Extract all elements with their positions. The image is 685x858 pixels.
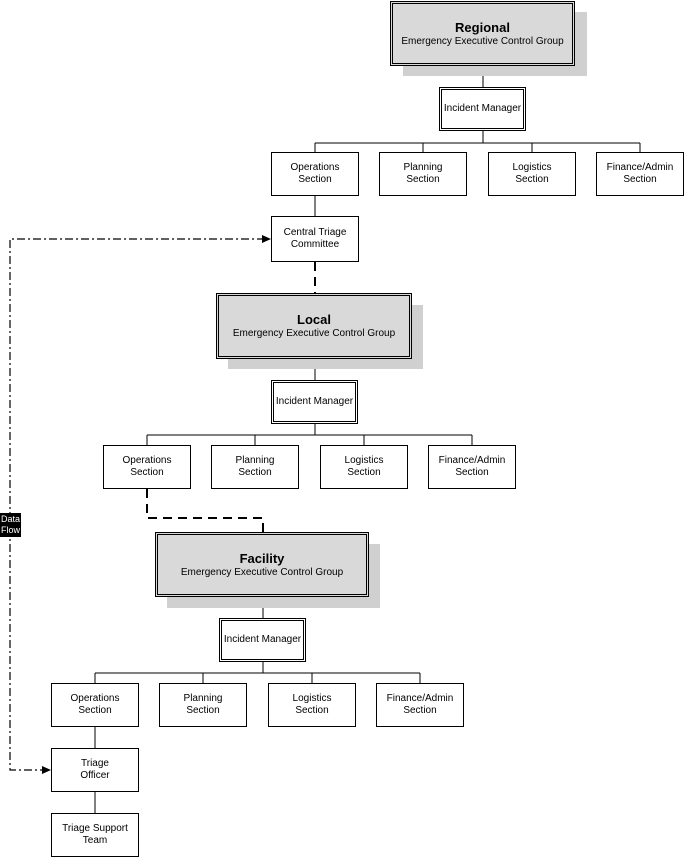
facility-subtitle: Emergency Executive Control Group <box>180 566 344 578</box>
facility-incident-manager: Incident Manager <box>219 618 306 662</box>
facility-control-group: Facility Emergency Executive Control Gro… <box>155 532 369 597</box>
regional-title: Regional <box>455 19 510 35</box>
regional-subtitle: Emergency Executive Control Group <box>401 35 564 47</box>
regional-incident-manager-label: Incident Manager <box>443 103 522 114</box>
local-incident-manager-label: Incident Manager <box>275 396 354 407</box>
local-finance-admin-section: Finance/Admin Section <box>428 445 516 489</box>
local-planning-section: Planning Section <box>211 445 299 489</box>
local-incident-manager: Incident Manager <box>271 380 358 424</box>
local-control-group: Local Emergency Executive Control Group <box>216 293 412 359</box>
data-flow-label: Data Flow <box>0 513 21 537</box>
triage-support-team: Triage Support Team <box>51 813 139 857</box>
local-operations-section: Operations Section <box>103 445 191 489</box>
regional-control-group: Regional Emergency Executive Control Gro… <box>390 1 575 66</box>
local-title: Local <box>297 312 331 327</box>
facility-finance-admin-section: Finance/Admin Section <box>376 683 464 727</box>
regional-finance-admin-section: Finance/Admin Section <box>596 152 684 196</box>
facility-operations-section: Operations Section <box>51 683 139 727</box>
regional-planning-section: Planning Section <box>379 152 467 196</box>
central-triage-committee: Central Triage Committee <box>271 216 359 262</box>
facility-incident-manager-label: Incident Manager <box>223 634 302 645</box>
local-subtitle: Emergency Executive Control Group <box>232 328 396 339</box>
regional-logistics-section: Logistics Section <box>488 152 576 196</box>
regional-operations-section: Operations Section <box>271 152 359 196</box>
facility-planning-section: Planning Section <box>159 683 247 727</box>
local-logistics-section: Logistics Section <box>320 445 408 489</box>
facility-logistics-section: Logistics Section <box>268 683 356 727</box>
regional-incident-manager: Incident Manager <box>439 87 526 131</box>
facility-title: Facility <box>239 550 285 566</box>
triage-officer: Triage Officer <box>51 748 139 792</box>
